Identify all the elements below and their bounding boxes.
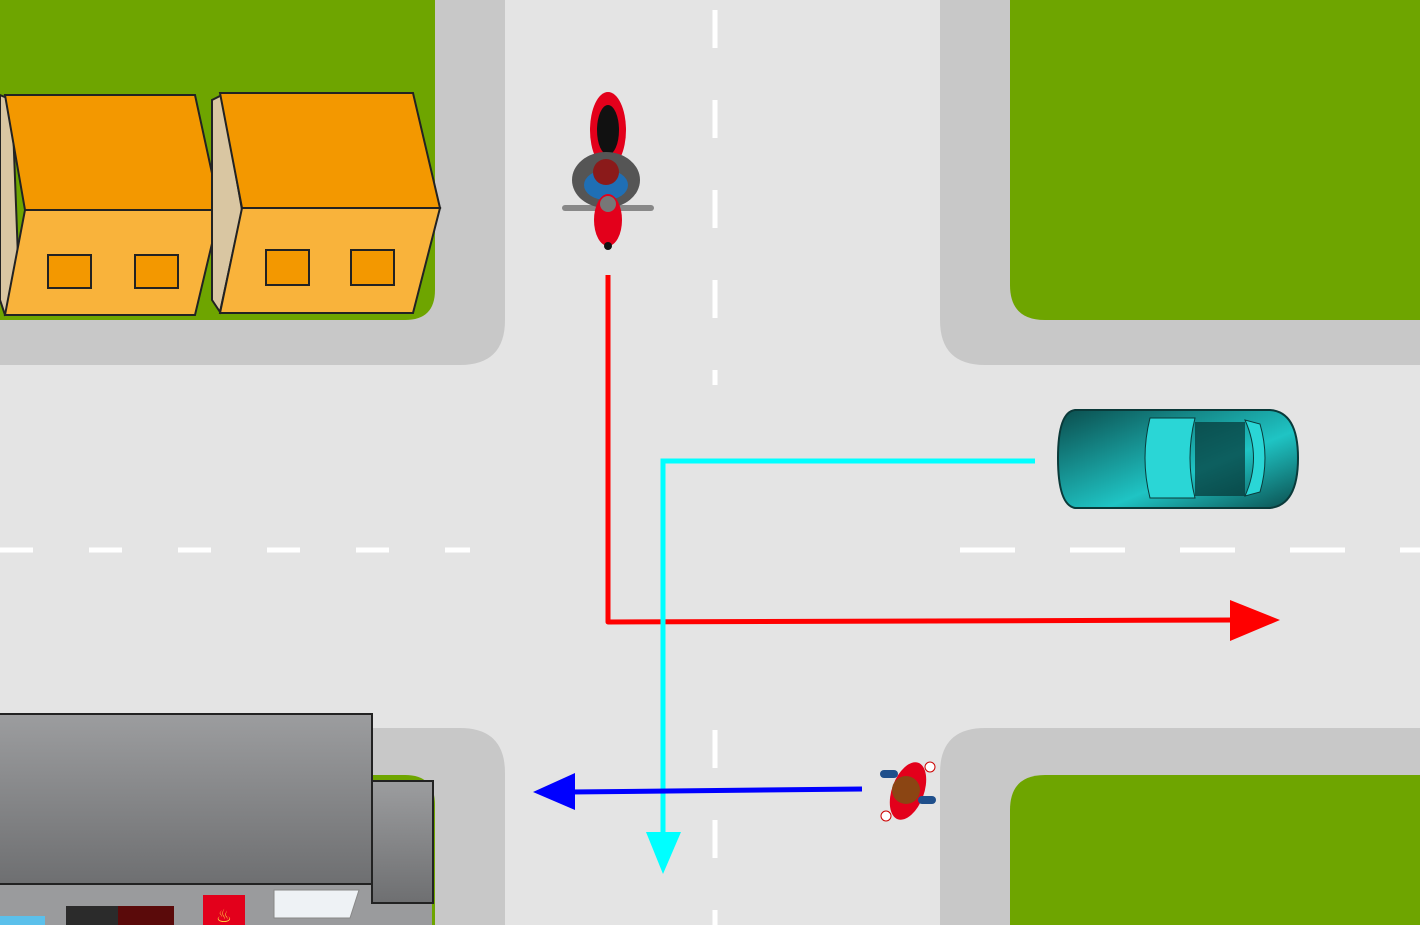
fire-station-icon: ♨	[0, 713, 434, 925]
block-bottom-right	[940, 728, 1420, 925]
svg-text:♨: ♨	[216, 906, 232, 925]
motorcycle-icon	[562, 92, 654, 250]
motorcycle-path	[605, 275, 1280, 641]
lane-markings	[0, 10, 1420, 925]
grass	[1010, 775, 1420, 925]
arrow-head	[646, 832, 681, 874]
pedestrian-path	[533, 773, 863, 810]
house-icon	[211, 92, 442, 315]
car-icon	[1056, 409, 1300, 509]
grass	[1010, 0, 1420, 320]
arrow-head	[533, 773, 575, 810]
pedestrian-icon	[880, 761, 936, 822]
block-top-right	[940, 0, 1420, 365]
car-path	[646, 458, 1035, 874]
arrow-head	[1230, 600, 1280, 641]
house-icon	[0, 93, 222, 317]
